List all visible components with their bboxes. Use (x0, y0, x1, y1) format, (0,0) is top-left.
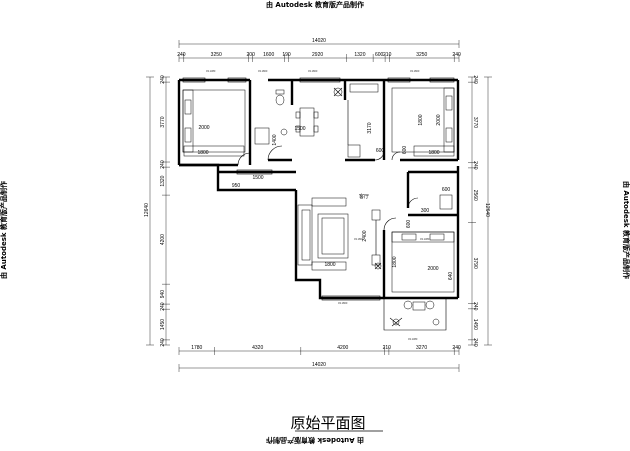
left-seg-label-6: 240 (160, 302, 166, 311)
bed3-2000-label: 2000 (427, 266, 438, 272)
top-seg-label-10: 240 (452, 52, 461, 58)
corridor-950-label: 950 (232, 183, 241, 189)
small-room: 600 300 (407, 187, 453, 214)
tag-7: 03.1380 (408, 337, 418, 341)
right-seg-label-6: 1450 (472, 319, 478, 330)
bottom-total-label: 14020 (312, 362, 326, 368)
kitchen: 3170 600 (333, 83, 385, 161)
top-seg-label-9: 3250 (416, 52, 427, 58)
bed1-height: 1800 (197, 150, 208, 156)
top-seg-label-8: 210 (383, 52, 392, 58)
tag-4: 03.1800 (410, 69, 420, 73)
top-seg-label-0: 240 (177, 52, 186, 58)
kitchen-600-label: 600 (376, 148, 385, 154)
small-300-label: 300 (421, 208, 430, 214)
bottom-seg-label-5: 240 (452, 345, 461, 351)
tag-5: 03.1800 (354, 237, 364, 241)
tag-6: 03.1800 (338, 301, 348, 305)
plant-icon (374, 262, 382, 270)
bathroom: 1500 1400 (254, 89, 306, 161)
top-total-label: 14020 (312, 38, 326, 44)
bath-1400-label: 1400 (272, 134, 278, 145)
exterior-walls (177, 78, 460, 331)
right-seg-label-7: 240 (472, 338, 478, 347)
top-seg-label-7: 600 (375, 52, 384, 58)
right-seg-label-5: 240 (472, 302, 478, 311)
bottom-dimension-segments: 1780 4320 4200 210 3270 240 (178, 345, 461, 355)
right-dimension-total: 12640 (484, 76, 492, 346)
bedroom-3: 2000 1800 600 640 (383, 217, 455, 293)
left-seg-label-7: 1450 (160, 319, 166, 330)
bed2-1800-label: 1800 (418, 114, 424, 125)
bed2-600-label: 600 (402, 146, 408, 155)
living-1800-label: 1800 (324, 262, 335, 268)
interior-walls (179, 80, 458, 298)
bedroom-1: 2000 1800 (182, 89, 251, 166)
watermark-top: 由 Autodesk 教育版产品制作 (266, 0, 364, 9)
bottom-dimension-total: 14020 (178, 362, 460, 372)
watermark-right: 由 Autodesk 教育版产品制作 (622, 181, 630, 279)
watermark-bottom: 由 Autodesk 教育版产品制作 (266, 436, 364, 445)
top-seg-label-5: 2920 (312, 52, 323, 58)
left-dimension-segments: 240 3770 240 1320 4200 940 240 1450 240 (160, 75, 170, 347)
living-2400-label: 2400 (362, 230, 368, 241)
top-dimension-total: 14020 (178, 38, 460, 48)
right-seg-label-0: 240 (472, 75, 478, 84)
bottom-seg-label-4: 3270 (416, 345, 427, 351)
left-dimension-total: 12640 (144, 76, 154, 346)
tag-3: 03.1800 (308, 69, 318, 73)
small-600-label: 600 (442, 187, 451, 193)
right-total-label: 12640 (484, 203, 490, 217)
right-seg-label-3: 2560 (472, 190, 478, 201)
bed2-bottom-label: 1800 (428, 150, 439, 156)
top-seg-label-4: 190 (282, 52, 291, 58)
right-dimension-segments: 240 3770 240 2560 3790 240 1450 240 (468, 75, 478, 347)
left-seg-label-5: 940 (160, 290, 166, 299)
corridor: 1500 950 (232, 175, 264, 189)
bottom-seg-label-0: 1780 (191, 345, 202, 351)
corridor-1500-label: 1500 (252, 175, 263, 181)
kitchen-3170-label: 3170 (367, 122, 373, 133)
windows (182, 77, 455, 301)
top-seg-label-6: 1320 (354, 52, 365, 58)
left-seg-label-4: 4200 (160, 234, 166, 245)
left-seg-label-0: 240 (160, 75, 166, 84)
bottom-seg-label-1: 4320 (252, 345, 263, 351)
left-seg-label-3: 1320 (160, 175, 166, 186)
top-seg-label-3: 1600 (263, 52, 274, 58)
bed3-1800-label: 1800 (392, 256, 398, 267)
living-room: 客厅 2400 1800 (295, 107, 381, 271)
right-seg-label-2: 240 (472, 161, 478, 170)
living-room-label: 客厅 (359, 193, 369, 200)
tag-2: 03.1800 (258, 69, 268, 73)
left-seg-label-8: 240 (160, 338, 166, 347)
bed3-640-label: 640 (448, 272, 454, 281)
bed2-2000-label: 2000 (436, 114, 442, 125)
top-seg-label-1: 3250 (211, 52, 222, 58)
tag-1: 03.1380 (206, 69, 216, 73)
bedroom-2: 1800 2000 1800 600 (391, 87, 455, 161)
right-seg-label-1: 3770 (472, 117, 478, 128)
right-seg-label-4: 3790 (472, 258, 478, 269)
watermark-left: 由 Autodesk 教育版产品制作 (0, 181, 8, 279)
bed1-width: 2000 (198, 125, 209, 131)
bottom-seg-label-3: 210 (383, 345, 392, 351)
bed3-600-label: 600 (406, 220, 412, 229)
plan-title: 原始平面图 (290, 414, 365, 432)
left-seg-label-1: 3770 (160, 116, 166, 127)
bottom-seg-label-2: 4200 (337, 345, 348, 351)
left-seg-label-2: 240 (160, 160, 166, 169)
top-seg-label-2: 200 (247, 52, 256, 58)
tag-8: 03.1380 (420, 237, 430, 241)
balcony (389, 300, 440, 327)
left-total-label: 12640 (144, 203, 150, 217)
